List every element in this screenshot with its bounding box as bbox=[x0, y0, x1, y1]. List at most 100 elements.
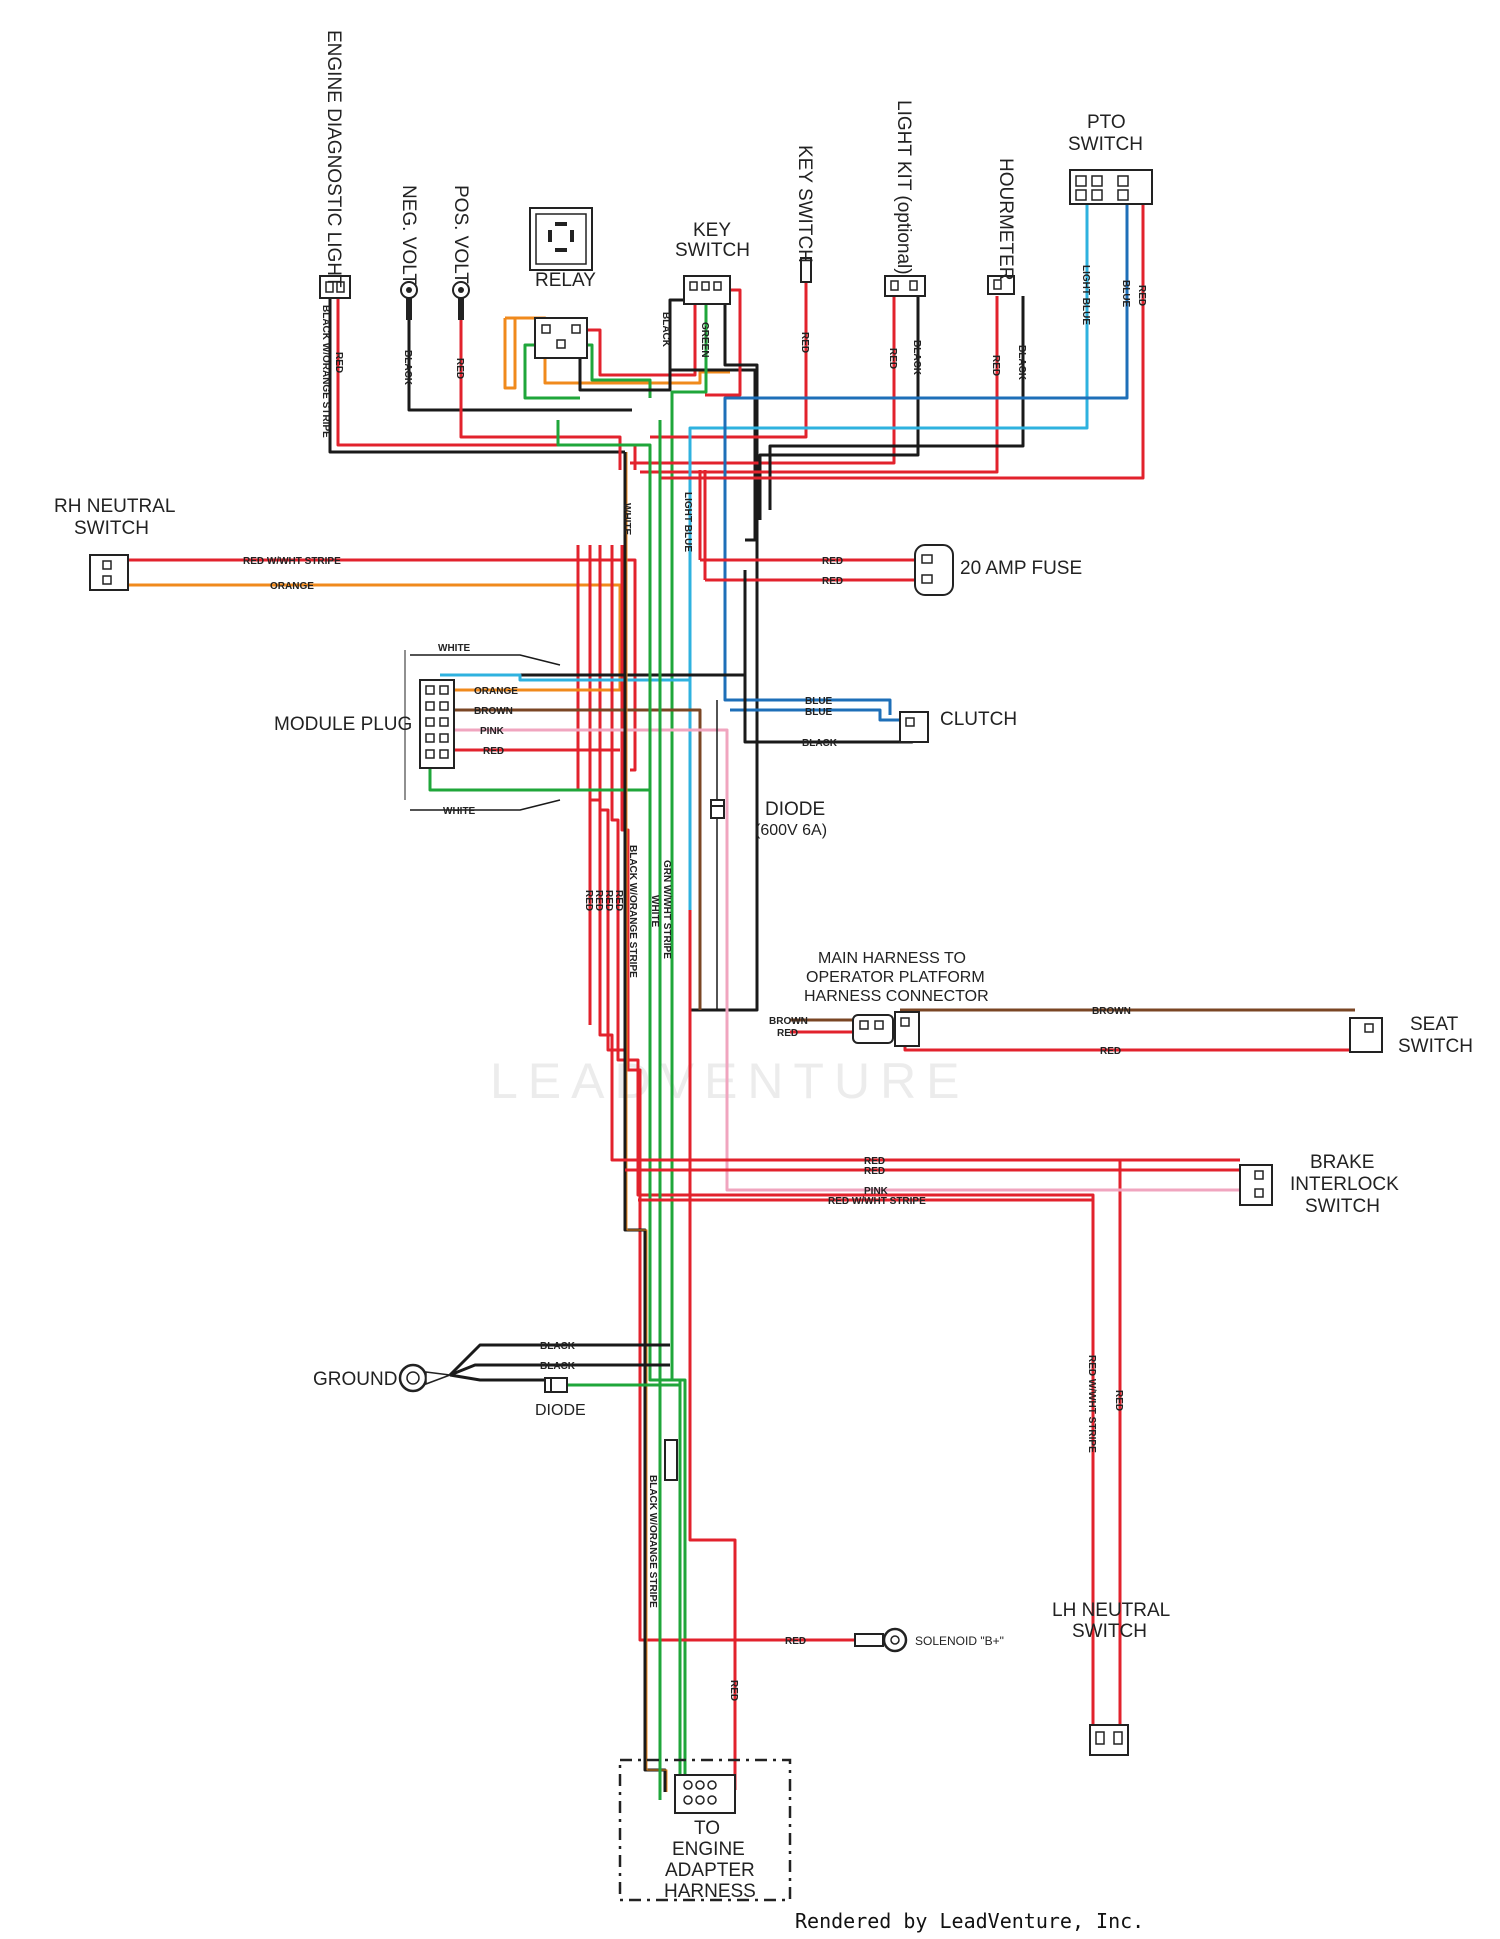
wire-label-hourmeter-red: RED bbox=[990, 355, 1001, 376]
wire-fuse-red-drop bbox=[698, 470, 707, 580]
wire-label-ground-black-1: BLACK bbox=[540, 1341, 576, 1352]
wire-label-key-black: BLACK bbox=[660, 312, 671, 348]
diode-upper bbox=[710, 799, 725, 819]
wire-neg-volt-black bbox=[407, 320, 632, 412]
wire-key-green bbox=[670, 300, 708, 1792]
main-harness-label-2: OPERATOR PLATFORM bbox=[806, 969, 985, 986]
wire-module-white bbox=[410, 654, 561, 811]
wire-label-brake-pink: PINK bbox=[864, 1186, 889, 1197]
key-switch-connector bbox=[683, 275, 731, 305]
wire-label-bundle-white: WHITE bbox=[621, 503, 632, 536]
wire-label-rh-red-wht: RED W/WHT STRIPE bbox=[243, 556, 341, 567]
wire-seat-brown bbox=[790, 1008, 1355, 1022]
wire-label-vert-black-orange: BLACK W/ORANGE STRIPE bbox=[627, 845, 638, 978]
credit-text: Rendered by LeadVenture, Inc. bbox=[795, 1909, 1144, 1933]
wire-label-clutch-blue-1: BLUE bbox=[805, 696, 833, 707]
wire-label-diag-red: RED bbox=[333, 352, 344, 373]
wire-label-module-white-top: WHITE bbox=[438, 643, 471, 654]
solenoid-label: SOLENOID "B+" bbox=[915, 1634, 1004, 1648]
wire-label-keyswitch-red: RED bbox=[799, 332, 810, 353]
lh-neutral-switch-label-1: LH NEUTRAL bbox=[1052, 1600, 1170, 1621]
wire-label-bundle-light-blue: LIGHT BLUE bbox=[682, 492, 693, 552]
solenoid-ring-terminal bbox=[854, 1627, 908, 1653]
wire-label-pto-light-blue: LIGHT BLUE bbox=[1080, 265, 1091, 325]
wire-label-rh-orange: ORANGE bbox=[270, 581, 314, 592]
wire-module-brown bbox=[455, 708, 702, 1010]
seat-switch-connector bbox=[1349, 1017, 1383, 1053]
pto-switch-label-1: PTO bbox=[1087, 112, 1126, 133]
wire-clutch-blue-2 bbox=[730, 708, 905, 722]
wire-label-fuse-red-1: RED bbox=[822, 556, 843, 567]
wire-label-clutch-blue-2: BLUE bbox=[805, 707, 833, 718]
wire-label-seat-red-left: RED bbox=[777, 1028, 798, 1039]
diode-upper-label-1: DIODE bbox=[765, 799, 825, 820]
wire-label-vert-red-3: RED bbox=[603, 890, 614, 911]
hourmeter-label: HOURMETER bbox=[995, 158, 1016, 280]
main-harness-label-1: MAIN HARNESS TO bbox=[818, 950, 966, 967]
pos-volt-label: POS. VOLT bbox=[450, 185, 471, 284]
brake-interlock-switch-connector bbox=[1239, 1164, 1273, 1206]
key-switch-label-1: KEY bbox=[693, 220, 731, 241]
wire-diag-black-orange bbox=[328, 298, 625, 454]
rh-neutral-switch-connector bbox=[89, 554, 129, 591]
light-kit-connector bbox=[884, 275, 926, 297]
seat-switch-label-2: SWITCH bbox=[1398, 1036, 1473, 1057]
watermark: LEADVENTURE bbox=[490, 1053, 970, 1109]
brake-interlock-label-1: BRAKE bbox=[1310, 1152, 1374, 1173]
hourmeter-connector bbox=[987, 275, 1015, 295]
wire-label-module-orange: ORANGE bbox=[474, 686, 518, 697]
wire-label-seat-brown: BROWN bbox=[1092, 1006, 1131, 1017]
wire-label-module-white-bottom: WHITE bbox=[443, 806, 476, 817]
wire-label-lh-red: RED bbox=[1113, 1390, 1124, 1411]
engine-adapter-label-2: ENGINE bbox=[672, 1839, 745, 1860]
wire-lightkit-red bbox=[630, 296, 896, 465]
wire-black-orange-main bbox=[623, 452, 667, 1792]
wire-red-bundle-1 bbox=[576, 545, 592, 1025]
wire-label-module-brown: BROWN bbox=[474, 706, 513, 717]
wire-label-vert-white: WHITE bbox=[649, 895, 660, 928]
wire-rh-red-wht bbox=[118, 558, 637, 772]
ground-label: GROUND bbox=[313, 1369, 397, 1390]
engine-adapter-label-1: TO bbox=[694, 1818, 720, 1839]
wire-label-engine-red: RED bbox=[728, 1680, 739, 1701]
wire-label-ground-black-2: BLACK bbox=[540, 1361, 576, 1372]
module-plug-label: MODULE PLUG bbox=[274, 714, 412, 735]
engine-adapter-harness bbox=[618, 1758, 792, 1902]
main-harness-label-3: HARNESS CONNECTOR bbox=[804, 988, 989, 1005]
engine-adapter-label-4: HARNESS bbox=[664, 1881, 756, 1902]
brake-interlock-label-2: INTERLOCK bbox=[1290, 1174, 1399, 1195]
wire-label-lh-red-wht: RED W/WHT STRIPE bbox=[1086, 1355, 1097, 1453]
wire-relay-orange bbox=[503, 318, 517, 390]
engine-diagnostic-light-connector bbox=[319, 275, 351, 299]
wire-label-solenoid-red: RED bbox=[785, 1636, 806, 1647]
wire-keyswitch-red bbox=[650, 282, 808, 439]
light-kit-label: LIGHT KIT (optional) bbox=[893, 100, 914, 275]
wire-label-diag-black-orange: BLACK W/ORANGE STRIPE bbox=[320, 305, 331, 438]
wire-module-light-blue bbox=[440, 673, 690, 682]
pto-switch-label-2: SWITCH bbox=[1068, 134, 1143, 155]
key-switch-lead-label: KEY SWITCH bbox=[794, 145, 815, 263]
wire-diag-red bbox=[336, 298, 637, 470]
wire-label-key-green: GREEN bbox=[699, 322, 710, 358]
diode-lower-label: DIODE bbox=[535, 1402, 586, 1419]
wire-label-module-red: RED bbox=[483, 746, 504, 757]
wire-label-lower-black-orange: BLACK W/ORANGE STRIPE bbox=[647, 1475, 658, 1608]
wire-red-bundle-2 bbox=[588, 545, 1122, 1730]
wire-relay-black bbox=[578, 345, 672, 392]
module-plug bbox=[404, 650, 455, 800]
engine-diagnostic-light-label: ENGINE DIAGNOSTIC LIGHT bbox=[323, 30, 344, 288]
wire-label-brake-red-1: RED bbox=[864, 1156, 885, 1167]
wire-label-lightkit-red: RED bbox=[887, 348, 898, 369]
wire-black-orange-stripe bbox=[626, 452, 668, 1792]
wire-hourmeter-red bbox=[640, 296, 999, 474]
wire-ground-black-2 bbox=[449, 1363, 670, 1377]
wire-label-clutch-black: BLACK bbox=[802, 738, 838, 749]
wire-label-vert-red-1: RED bbox=[583, 890, 594, 911]
engine-adapter-label-3: ADAPTER bbox=[665, 1860, 755, 1881]
fuse-label: 20 AMP FUSE bbox=[960, 558, 1082, 579]
lh-neutral-switch-label-2: SWITCH bbox=[1072, 1621, 1147, 1642]
wire-key-black bbox=[668, 298, 757, 542]
wire-red-bundle-5 bbox=[620, 545, 735, 1642]
ground-ring-terminal bbox=[398, 1363, 451, 1393]
